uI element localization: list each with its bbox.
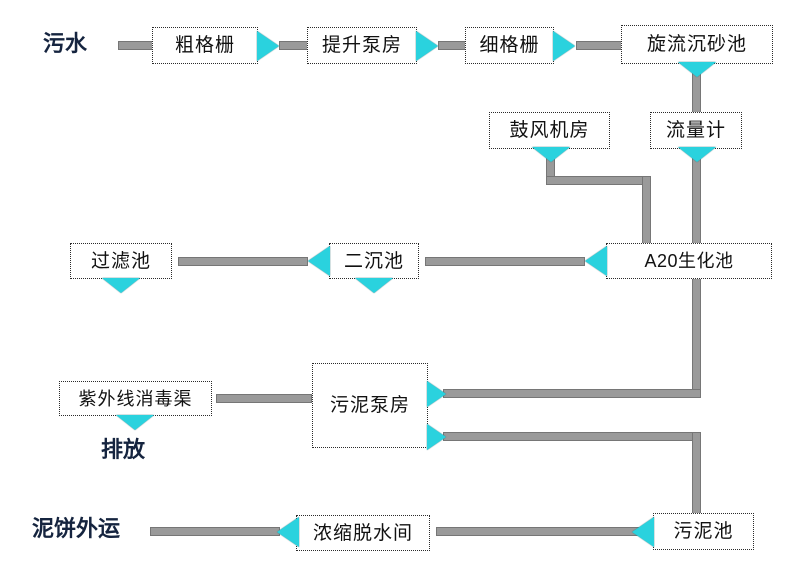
node-label-fine-grille: 细格栅: [479, 35, 540, 56]
label-text-influent: 污水: [43, 31, 88, 56]
node-sludge-tank[interactable]: 污泥池: [653, 513, 754, 550]
pipe-influent-to-coarse-grille: [118, 41, 153, 50]
pipe-a2o-left-to-sludge-pump: [443, 389, 701, 398]
pipe-uv-channel-to-sludge-pump: [216, 394, 312, 403]
label-influent: 污水: [43, 33, 87, 55]
pipe-blower-to-a2o-vertical-seg: [642, 176, 651, 245]
pipe-coarse-grille-to-lift-pump: [279, 41, 309, 50]
node-thickening-dewatering-room[interactable]: 浓缩脱水间: [296, 515, 430, 551]
pipe-cyclone-grit-to-flow-meter: [692, 72, 701, 114]
node-label-coarse-grille: 粗格栅: [174, 35, 235, 56]
node-label-blower-room: 鼓风机房: [509, 120, 590, 141]
label-text-discharge: 排放: [101, 437, 146, 462]
arrow-right-sludge-pump-in-upper: [427, 381, 446, 407]
pipe-fine-grille-to-cyclone-grit: [576, 41, 623, 50]
node-secondary-sedimentation-tank[interactable]: 二沉池: [329, 243, 419, 279]
node-lift-pump-room[interactable]: 提升泵房: [307, 27, 417, 64]
node-label-lift-pump-room: 提升泵房: [321, 35, 402, 56]
node-sludge-pump-room[interactable]: 污泥泵房: [312, 363, 428, 448]
arrow-left-sludge-tank-out: [632, 517, 654, 547]
node-label-cyclone-grit-chamber: 旋流沉砂池: [646, 34, 747, 55]
pipe-sludge-pump-down-to-tank: [692, 432, 701, 522]
pipe-a2o-down-to-sludge-level: [692, 278, 701, 398]
arrow-right-sludge-pump-in-lower: [427, 424, 446, 450]
arrow-down-flow-meter-out: [678, 147, 716, 162]
arrow-left-thicken-dewater-out: [277, 517, 299, 547]
pipe-a2o-to-second-sed: [425, 257, 585, 266]
pipe-lift-pump-to-fine-grille: [438, 41, 467, 50]
node-cyclone-grit-chamber[interactable]: 旋流沉砂池: [621, 25, 773, 64]
pipe-sludge-tank-to-thicken-dewater: [436, 527, 656, 536]
node-label-thickening-dewatering-room: 浓缩脱水间: [312, 522, 413, 544]
node-blower-room[interactable]: 鼓风机房: [489, 112, 610, 149]
node-fine-grille[interactable]: 细格栅: [465, 27, 554, 64]
node-label-a2o-biochemical-tank: A20生化池: [644, 251, 734, 271]
node-label-secondary-sedimentation-tank: 二沉池: [343, 250, 404, 272]
node-filter-tank[interactable]: 过滤池: [70, 243, 172, 279]
node-a2o-biochemical-tank[interactable]: A20生化池: [606, 243, 772, 279]
arrow-down-cyclone-grit-out: [678, 62, 716, 77]
pipe-blower-horizontal-seg: [546, 176, 651, 185]
pipe-thicken-dewater-to-cake-out: [150, 527, 280, 536]
pipe-sludge-pump-right-to-tank: [443, 432, 701, 441]
arrow-down-blower-room-out: [532, 147, 570, 162]
arrow-down-uv-channel-out: [116, 415, 154, 430]
arrow-down-second-sed-out: [355, 278, 393, 293]
label-text-cake-transport-out: 泥饼外运: [32, 516, 121, 541]
label-cake-transport-out: 泥饼外运: [32, 518, 120, 540]
node-label-uv-disinfection-channel: 紫外线消毒渠: [78, 388, 193, 409]
node-label-sludge-tank: 污泥池: [673, 521, 734, 542]
node-label-sludge-pump-room: 污泥泵房: [329, 395, 410, 416]
node-label-flow-meter: 流量计: [665, 120, 726, 141]
node-label-filter-tank: 过滤池: [90, 250, 151, 272]
node-coarse-grille[interactable]: 粗格栅: [152, 27, 258, 64]
node-flow-meter[interactable]: 流量计: [650, 112, 742, 149]
arrow-left-second-sed-out: [308, 246, 330, 276]
arrow-right-lift-pump-out: [416, 31, 438, 61]
label-discharge: 排放: [101, 439, 145, 461]
arrow-left-a2o-out: [585, 246, 607, 276]
pipe-second-sed-to-filter-tank: [178, 257, 308, 266]
node-uv-disinfection-channel[interactable]: 紫外线消毒渠: [59, 381, 212, 416]
arrow-right-fine-grille-out: [553, 31, 575, 61]
pipe-flow-meter-to-a2o: [692, 157, 701, 245]
arrow-right-coarse-grille-out: [257, 31, 279, 61]
arrow-down-filter-tank-out: [102, 278, 140, 293]
